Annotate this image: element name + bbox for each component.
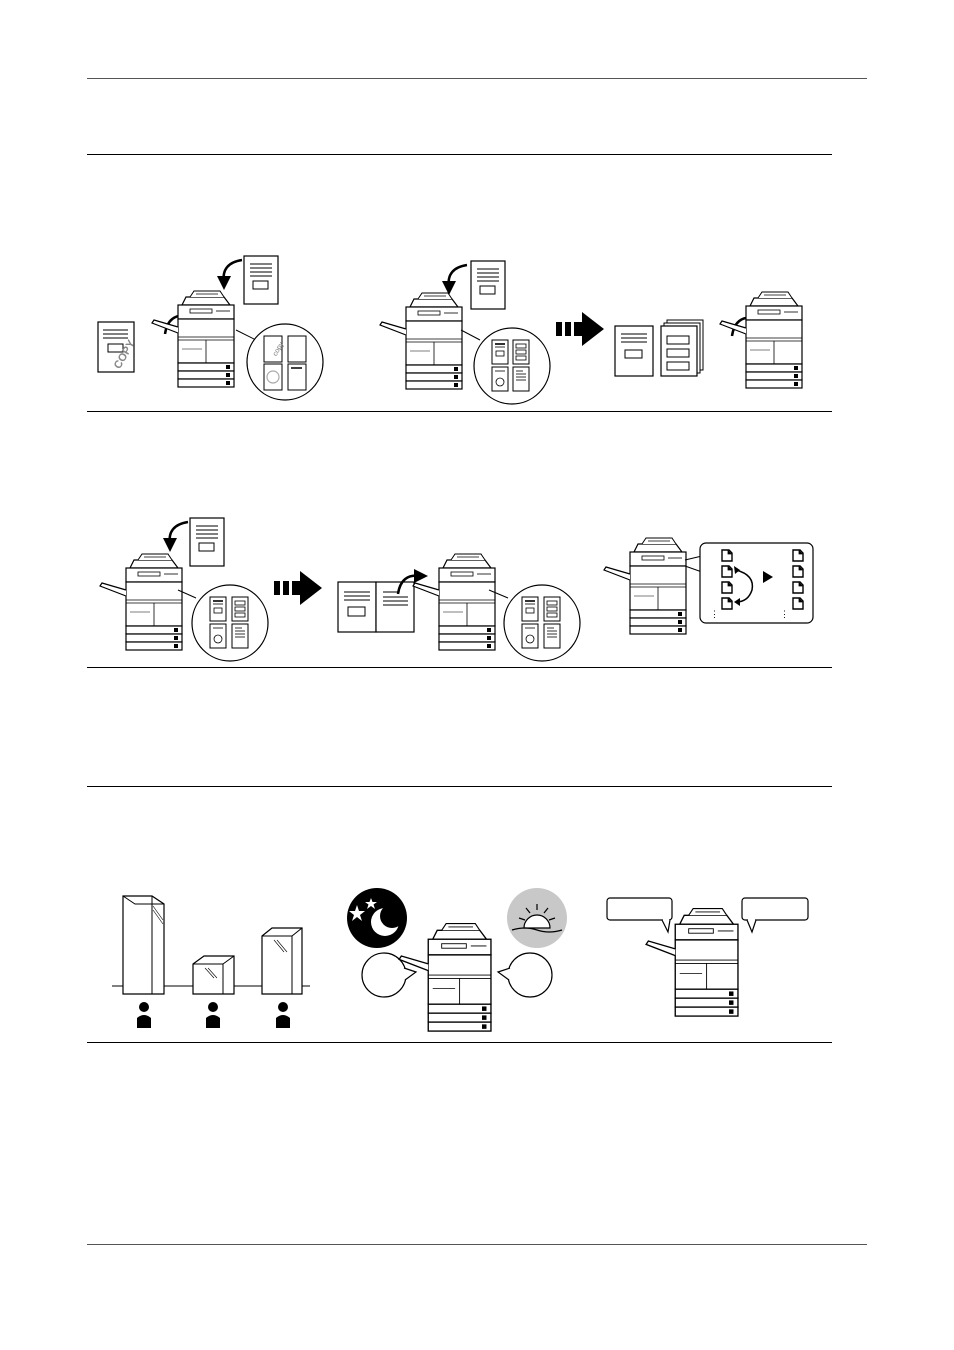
magnifier-circle (177, 584, 269, 662)
copier-icon (412, 553, 496, 651)
section-rule-5 (87, 1042, 832, 1043)
original-document-icon (243, 255, 279, 305)
original-document-icon (470, 260, 506, 310)
curved-arrow-icon (440, 263, 469, 297)
header-rule (87, 78, 867, 79)
user-icon (276, 1002, 290, 1028)
section-rule-4 (87, 786, 832, 787)
paper-stack-medium (261, 927, 303, 995)
open-pages (337, 581, 415, 633)
paper-stack-short (192, 955, 235, 995)
speech-bubble-right (496, 952, 553, 998)
panel-job-volume (112, 895, 310, 1028)
paper-stack-tall (122, 895, 165, 995)
panel-copy-stamp: COPY copy (97, 255, 324, 401)
callout-box-left (606, 897, 673, 934)
footer-rule (87, 1244, 867, 1245)
panel-timer (347, 888, 567, 1032)
swap-arrow-icon (735, 569, 754, 603)
magnifier-circle (460, 327, 551, 405)
stacked-pages (614, 319, 704, 377)
section-rule-2 (87, 411, 832, 412)
process-arrow-icon (556, 312, 604, 346)
output-page-copy: COPY (97, 321, 138, 373)
panel-page-order: ⋮ ⋮ (603, 537, 814, 635)
play-arrow-icon (763, 571, 773, 583)
panel-combine (379, 260, 803, 405)
copier-icon (379, 292, 463, 390)
curved-arrow-icon (161, 520, 190, 554)
copier-icon (398, 922, 492, 1032)
svg-text:⋮: ⋮ (710, 609, 719, 619)
copier-icon (151, 290, 235, 388)
copier-icon (719, 291, 803, 389)
copier-icon (645, 907, 739, 1017)
magnifier-circle: copy (235, 323, 324, 401)
user-icon (137, 1002, 151, 1028)
original-document-icon (189, 517, 225, 567)
section-rule-1 (87, 154, 832, 155)
panel-notification (606, 897, 809, 1017)
magnifier-circle (488, 584, 581, 662)
section-rule-3 (87, 667, 832, 668)
speech-bubble-left (361, 952, 418, 998)
svg-text:⋮: ⋮ (780, 609, 789, 619)
sunrise-icon (507, 888, 567, 948)
user-icon (206, 1002, 220, 1028)
night-icon (347, 888, 407, 948)
curved-arrow-icon (215, 258, 244, 292)
copier-icon (603, 537, 687, 635)
callout-box-right (741, 897, 809, 934)
copier-icon (99, 553, 183, 651)
process-arrow-icon (274, 571, 322, 605)
panel-duplex (99, 517, 581, 662)
